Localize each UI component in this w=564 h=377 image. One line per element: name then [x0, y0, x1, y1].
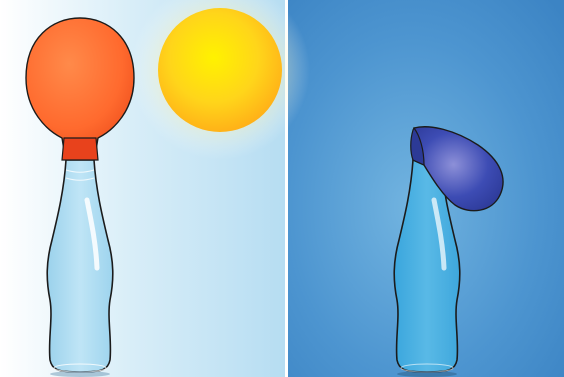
balloon-bottle-illustration	[0, 0, 564, 377]
illustration-canvas	[0, 0, 564, 377]
